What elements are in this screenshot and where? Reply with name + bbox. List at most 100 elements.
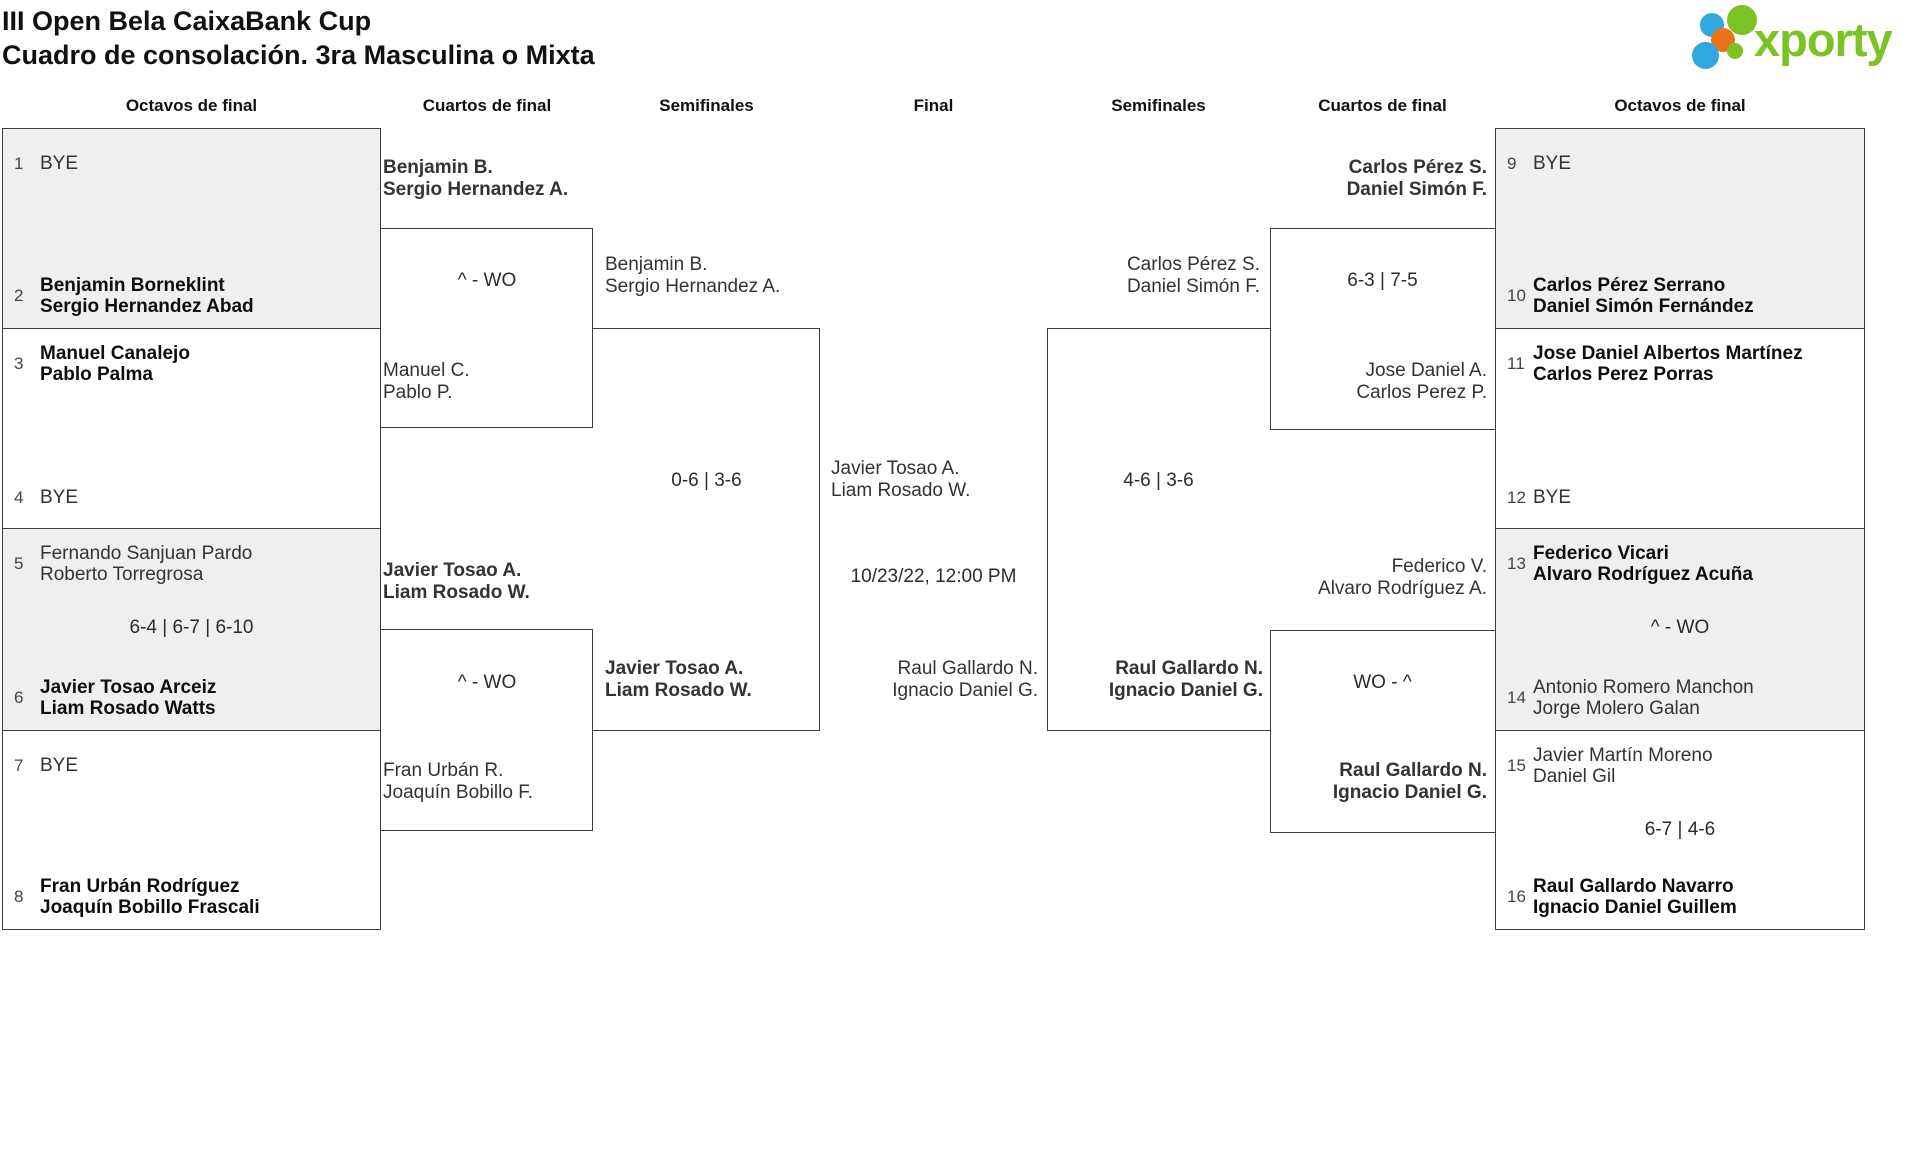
match-score: 6-4 | 6-7 | 6-10 — [129, 617, 254, 638]
semifinal-left-bottom-team: Javier Tosao A.Liam Rosado W. — [605, 658, 752, 701]
final-top-team: Javier Tosao A.Liam Rosado W. — [831, 458, 971, 501]
semifinal-right-score: 4-6 | 3-6 — [1123, 470, 1194, 491]
cuartos-right-bottom-score: WO - ^ — [1353, 672, 1412, 693]
seed-number: 13 — [1507, 554, 1526, 573]
round-header-final: Final — [913, 96, 954, 115]
seed-number: 12 — [1507, 487, 1526, 507]
seed-entry-9: 9 BYE — [1507, 153, 1571, 174]
seed-entry-7: 7 BYE — [14, 755, 78, 776]
logo-dot-blue-large — [1692, 42, 1719, 69]
bracket-subtitle: Cuadro de consolación. 3ra Masculina o M… — [2, 40, 595, 70]
cuartos-right-bottom-winner: Raul Gallardo N.Ignacio Daniel G. — [1332, 760, 1487, 803]
tournament-name: III Open Bela CaixaBank Cup — [2, 6, 372, 36]
semifinal-left-score: 0-6 | 3-6 — [671, 470, 742, 491]
xporty-logo[interactable]: xporty — [1688, 2, 1920, 74]
team-name: BYE — [40, 487, 79, 508]
cuartos-left-top-box — [381, 228, 593, 428]
cuartos-right-top-winner: Carlos Pérez S.Daniel Simón F. — [1346, 157, 1487, 200]
team-name: BYE — [40, 755, 79, 776]
logo-wordmark: xporty — [1754, 13, 1893, 66]
seed-number: 14 — [1507, 688, 1526, 707]
logo-dot-green-small — [1727, 43, 1743, 59]
cuartos-right-top-score: 6-3 | 7-5 — [1347, 270, 1418, 291]
cuartos-right-top-loser: Jose Daniel A.Carlos Perez P. — [1356, 360, 1487, 403]
seed-number: 15 — [1507, 756, 1526, 775]
round-header-semis-left: Semifinales — [659, 96, 754, 115]
round-header-cuartos-left: Cuartos de final — [422, 96, 552, 115]
cuartos-left-top-winner: Benjamin B.Sergio Hernandez A. — [383, 157, 569, 200]
seed-entry-1: 1 BYE — [14, 153, 78, 174]
seed-number: 5 — [14, 554, 24, 573]
cuartos-right-top-box — [1270, 228, 1495, 430]
tournament-title: III Open Bela CaixaBank Cup Cuadro de co… — [2, 4, 595, 72]
cuartos-left-bottom-winner: Javier Tosao A.Liam Rosado W. — [383, 560, 530, 603]
logo-dot-green-large — [1727, 5, 1757, 35]
cuartos-left-bottom-box — [381, 629, 593, 831]
seed-number: 16 — [1507, 887, 1526, 906]
team-name: BYE — [1533, 153, 1572, 174]
final-datetime: 10/23/22, 12:00 PM — [850, 566, 1017, 587]
seed-number: 10 — [1507, 286, 1526, 305]
round-header-octavos-left: Octavos de final — [125, 96, 258, 115]
round-header-octavos-right: Octavos de final — [1614, 96, 1746, 115]
round-header-cuartos-right: Cuartos de final — [1318, 96, 1447, 115]
semifinal-right-bottom-team: Raul Gallardo N.Ignacio Daniel G. — [1108, 658, 1263, 701]
cuartos-right-bottom-top-team: Federico V.Alvaro Rodríguez A. — [1318, 556, 1487, 599]
seed-number: 1 — [14, 153, 24, 173]
semifinal-left-box — [593, 328, 820, 731]
seed-number: 11 — [1507, 354, 1525, 373]
cuartos-right-bottom-box — [1270, 630, 1495, 833]
round-header-semis-right: Semifinales — [1111, 96, 1206, 115]
seed-number: 4 — [14, 487, 24, 507]
seed-number: 6 — [14, 688, 24, 707]
cuartos-left-bottom-loser: Fran Urbán R.Joaquín Bobillo F. — [383, 760, 533, 803]
seed-number: 9 — [1507, 153, 1517, 173]
semifinal-right-box — [1047, 328, 1270, 731]
seed-number: 7 — [14, 755, 24, 775]
cuartos-left-bottom-score: ^ - WO — [457, 672, 517, 693]
semifinal-right-top-team: Carlos Pérez S.Daniel Simón F. — [1126, 254, 1260, 297]
cuartos-left-top-loser: Manuel C.Pablo P. — [383, 360, 470, 403]
final-bottom-team: Raul Gallardo N.Ignacio Daniel G. — [892, 658, 1038, 701]
seed-number: 3 — [14, 354, 24, 373]
seed-entry-12: 12 BYE — [1507, 487, 1571, 508]
seed-number: 2 — [14, 286, 24, 305]
team-name: BYE — [40, 153, 79, 174]
semifinal-left-top-team: Benjamin B.Sergio Hernandez A. — [605, 254, 781, 297]
cuartos-left-top-score: ^ - WO — [457, 270, 517, 291]
team-name: BYE — [1533, 487, 1572, 508]
match-score: ^ - WO — [1650, 617, 1710, 638]
